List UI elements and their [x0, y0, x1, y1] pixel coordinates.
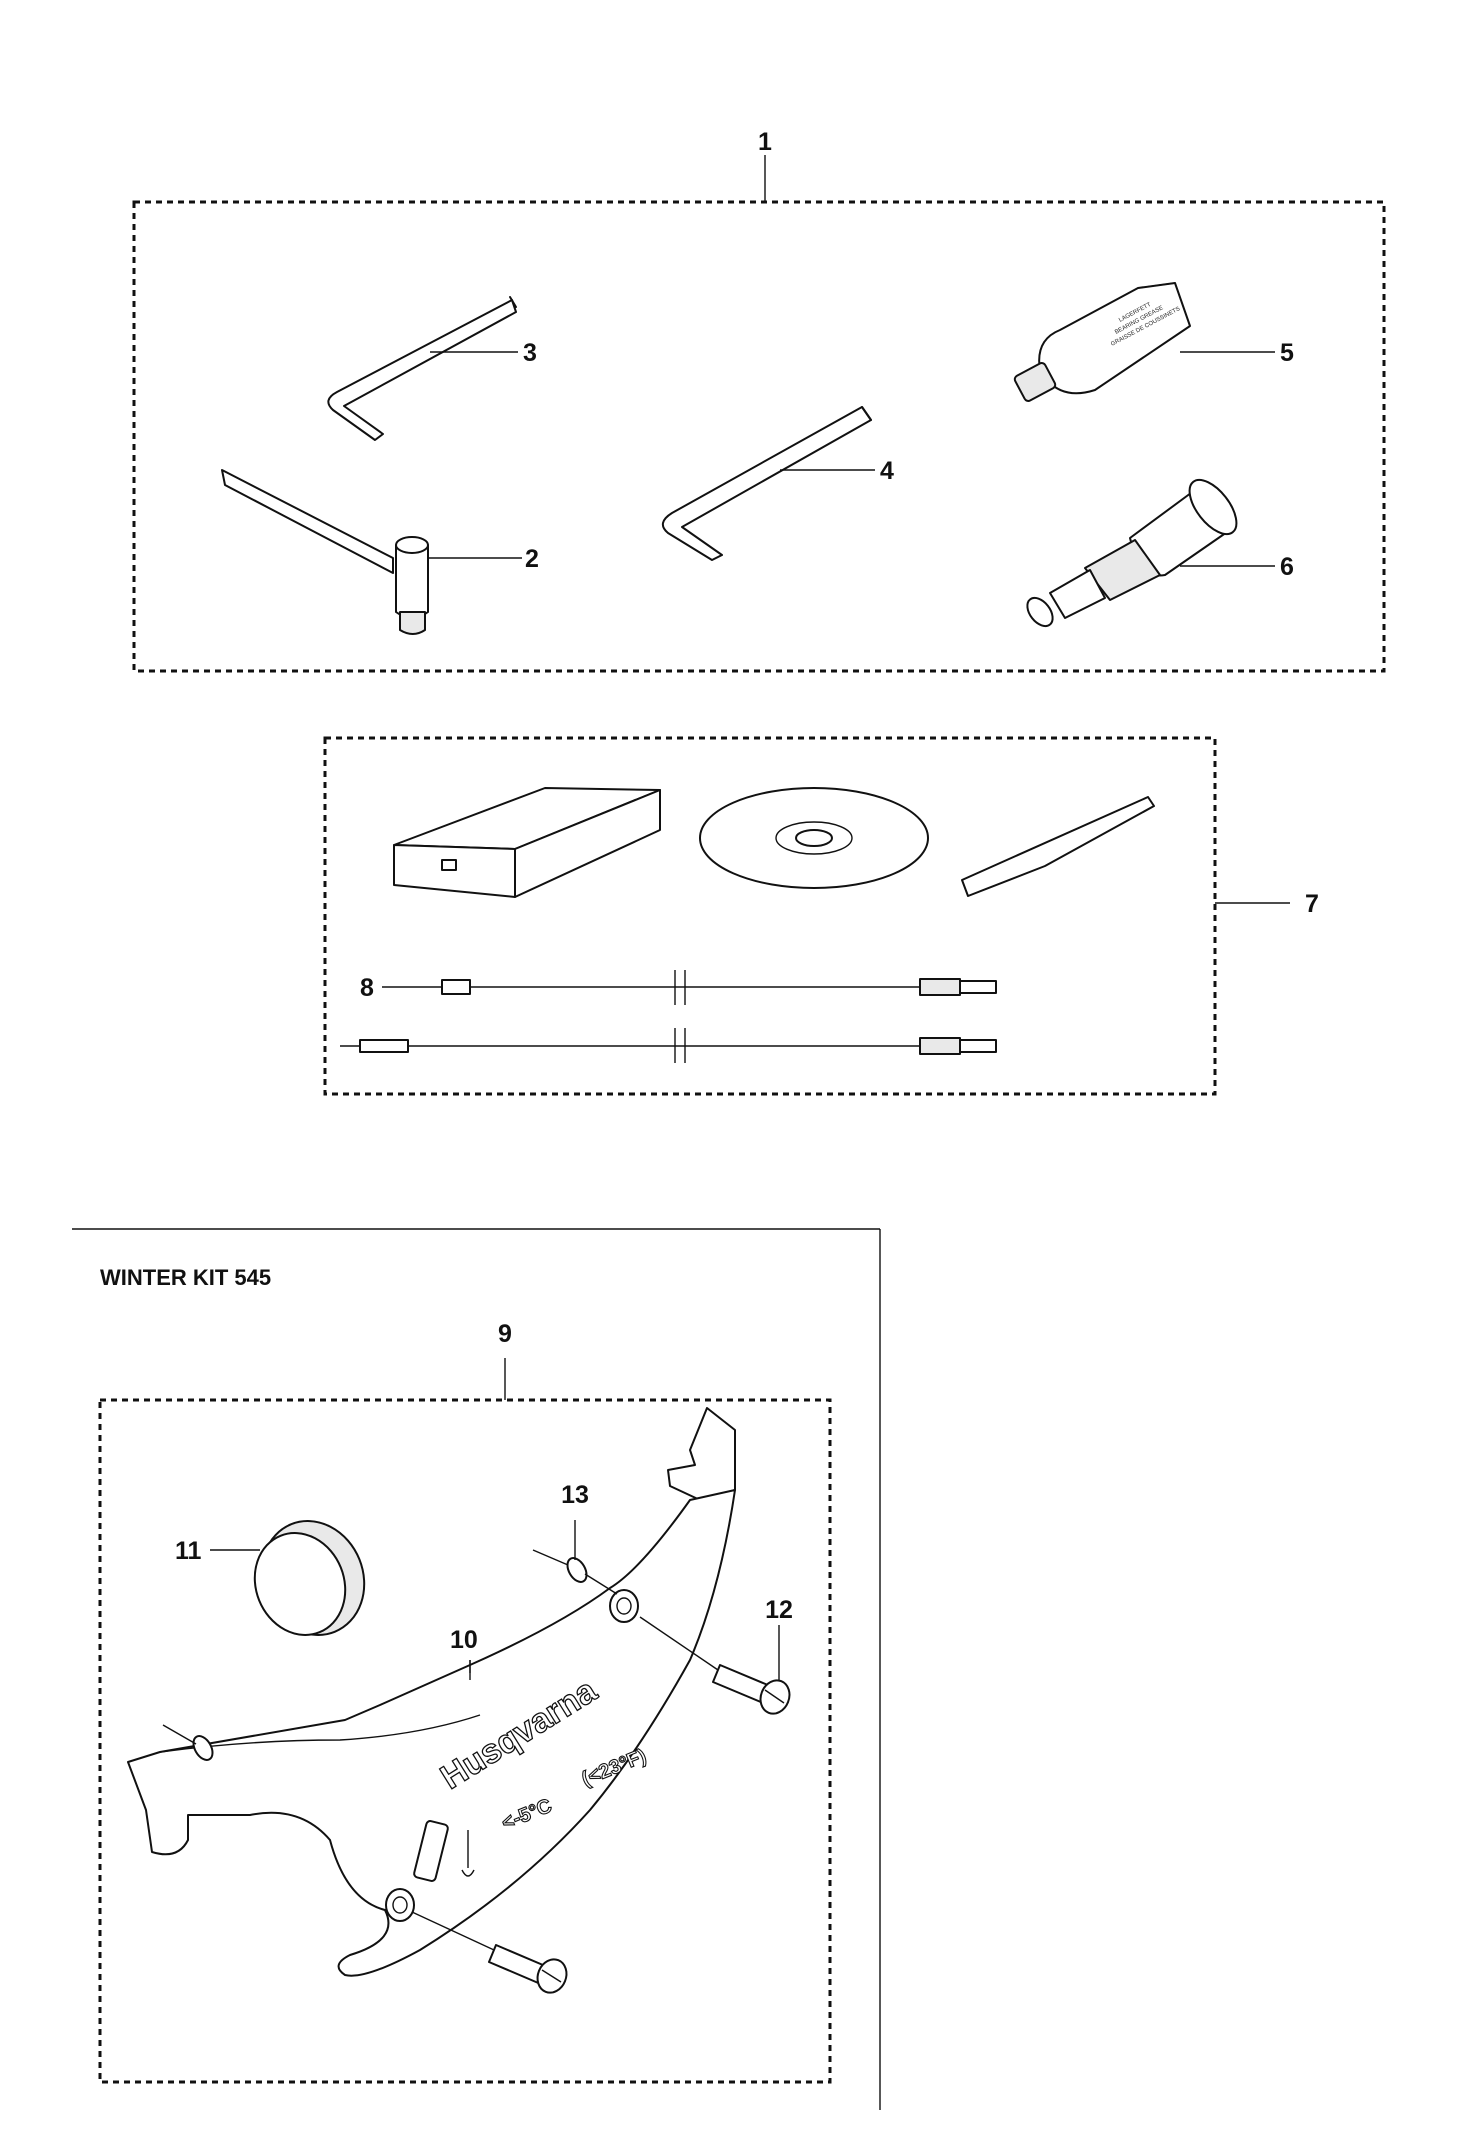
piston-stop: 6 — [1026, 478, 1294, 628]
spark-plug-wrench: 2 — [221, 469, 539, 635]
hex-key-large: 4 — [661, 406, 894, 561]
callout-12: 12 — [765, 1596, 793, 1624]
kit-tools-frame — [132, 200, 1386, 673]
hex-key-small: 3 — [327, 296, 537, 441]
grease-tube: LAGERFETT BEARING GREASE GRAISSE DE COUS… — [1013, 282, 1294, 402]
callout-5: 5 — [1280, 339, 1294, 367]
callout-8: 8 — [360, 974, 374, 1002]
diagnostic-kit-frame — [323, 736, 1217, 1096]
software-disc — [699, 787, 929, 889]
section-title: WINTER KIT 545 — [100, 1265, 271, 1290]
callout-1: 1 — [758, 128, 772, 156]
kit-tools-group: 1 3 2 4 LAGERFETT — [132, 128, 1386, 673]
callout-9: 9 — [498, 1320, 512, 1348]
callout-7: 7 — [1305, 890, 1319, 918]
winter-kit-section: WINTER KIT 545 9 11 Husqvarna <-5°C (<23… — [72, 1228, 881, 2110]
callout-11: 11 — [175, 1537, 202, 1565]
diagnostic-cable: 8 — [340, 970, 997, 1063]
callout-4: 4 — [880, 457, 894, 485]
o-rings: 13 — [162, 1481, 618, 1761]
winter-cover: Husqvarna <-5°C (<23°F) 10 — [127, 1407, 736, 1977]
callout-2: 2 — [525, 545, 539, 573]
diagnostic-kit-group: 7 8 — [323, 736, 1319, 1096]
tweezers — [961, 796, 1155, 897]
callout-3: 3 — [523, 339, 537, 367]
diagnostic-box — [393, 787, 661, 898]
winter-kit-frame — [98, 1398, 832, 2084]
callout-13: 13 — [561, 1481, 589, 1509]
screws: 12 — [411, 1596, 793, 1994]
callout-6: 6 — [1280, 553, 1294, 581]
rubber-plug: 11 — [175, 1520, 366, 1636]
callout-10: 10 — [450, 1626, 478, 1654]
